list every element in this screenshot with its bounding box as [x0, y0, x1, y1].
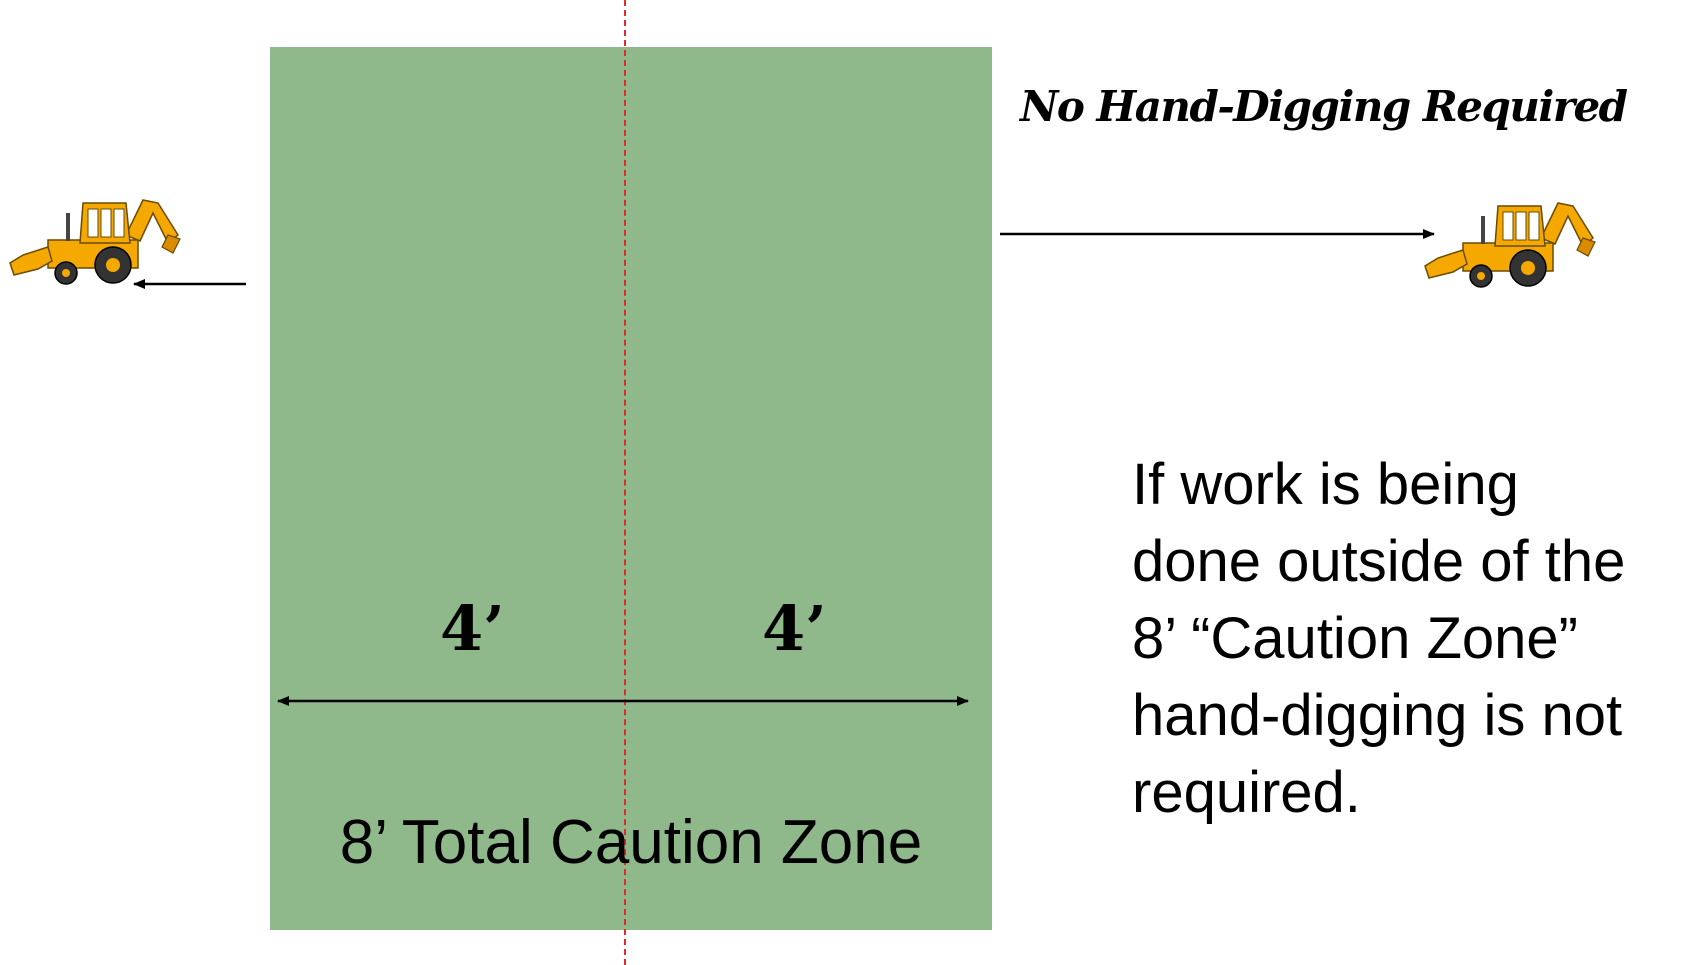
- centerline: [624, 0, 626, 965]
- caution-zone: [270, 47, 992, 930]
- total-caution-zone-label: 8’ Total Caution Zone: [339, 808, 923, 877]
- note-line: If work is being: [1132, 452, 1519, 517]
- no-hand-digging-heading: No Hand-Digging Required: [1020, 82, 1628, 131]
- note-line: 8’ “Caution Zone”: [1132, 606, 1578, 671]
- backhoe-icon: [1424, 202, 1596, 288]
- left-dimension-label: 4’: [440, 592, 505, 665]
- note-line: done outside of the: [1132, 529, 1626, 594]
- note-line: required.: [1132, 760, 1361, 825]
- explanation-note: If work is being done outside of the 8’ …: [1132, 446, 1682, 831]
- backhoe-icon: [9, 199, 181, 285]
- right-dimension-label: 4’: [762, 592, 827, 665]
- note-line: hand-digging is not: [1132, 683, 1623, 748]
